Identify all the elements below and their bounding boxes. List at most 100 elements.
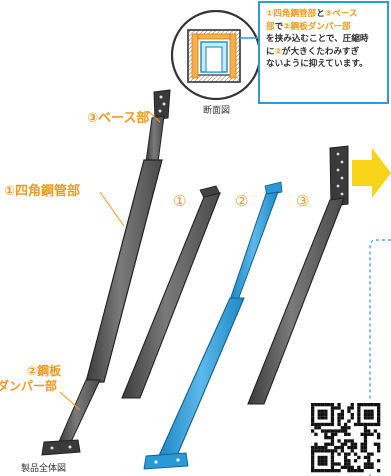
qr-module	[350, 416, 354, 420]
full-product-illustration	[41, 89, 171, 456]
qr-module	[367, 416, 371, 420]
qr-module	[370, 416, 374, 420]
qr-module	[330, 403, 335, 407]
qr-module	[340, 412, 344, 417]
qr-module	[334, 445, 338, 450]
qr-module	[363, 436, 368, 440]
qr-module	[367, 432, 371, 436]
qr-module	[347, 406, 351, 410]
qr-module	[330, 469, 335, 473]
qr-module	[370, 403, 374, 407]
qr-module	[324, 429, 328, 433]
label-damper-line2: ダンパー部	[0, 379, 58, 393]
qr-module	[320, 469, 325, 473]
qr-module	[337, 403, 341, 407]
qr-module	[370, 412, 374, 417]
info-text-segment: と	[316, 9, 325, 19]
qr-module	[324, 445, 328, 450]
qr-module	[324, 422, 328, 427]
qr-module	[327, 442, 331, 446]
qr-module	[350, 469, 354, 473]
qr-module	[317, 455, 321, 460]
qr-module	[363, 422, 368, 427]
qr-module	[350, 465, 354, 469]
qr-module	[370, 462, 374, 466]
label-damper-line1: ②鋼板	[27, 364, 62, 378]
qr-module	[311, 429, 315, 433]
qr-module	[377, 449, 381, 453]
qr-module	[344, 426, 348, 430]
qr-module	[340, 449, 344, 453]
qr-module	[360, 469, 364, 473]
qr-module	[327, 429, 331, 433]
number-1: ①	[173, 192, 187, 210]
qr-module	[353, 442, 358, 446]
qr-module	[330, 452, 335, 456]
qr-module	[324, 459, 328, 463]
number-3: ③	[296, 192, 310, 210]
qr-module	[377, 406, 381, 410]
qr-module	[317, 459, 321, 463]
label-base-part: ③ベース部	[87, 111, 150, 126]
qr-module	[314, 432, 318, 436]
qr-module	[347, 445, 351, 450]
qr-module	[320, 445, 325, 450]
exploded-damper-part	[143, 181, 283, 470]
qr-module	[324, 412, 328, 417]
info-line-3: を挟み込むことで、圧縮時	[266, 33, 383, 46]
qr-module	[344, 462, 348, 466]
qr-module	[311, 452, 315, 456]
qr-module	[363, 445, 368, 450]
qr-module	[314, 449, 318, 453]
info-text-segment: ないように抑えています。	[266, 59, 368, 70]
qr-module	[311, 465, 315, 469]
qr-module	[344, 459, 348, 463]
qr-module	[353, 452, 358, 456]
qr-module	[353, 469, 358, 473]
qr-module	[367, 409, 371, 413]
qr-module	[311, 422, 315, 427]
qr-module	[370, 409, 374, 413]
qr-module	[363, 449, 368, 453]
qr-module	[317, 403, 321, 407]
qr-module	[363, 429, 368, 433]
qr-module	[330, 459, 335, 463]
qr-module	[344, 429, 348, 433]
qr-module	[350, 442, 354, 446]
qr-module	[363, 442, 368, 446]
info-text-segment: で	[274, 21, 284, 32]
qr-module	[334, 449, 338, 453]
qr-module	[320, 429, 325, 433]
qr-module	[337, 422, 341, 427]
qr-module	[317, 422, 321, 427]
qr-module	[367, 422, 371, 427]
qr-module	[334, 469, 338, 473]
info-text-segment: ②	[274, 46, 282, 57]
qr-module	[377, 445, 381, 450]
qr-module	[367, 462, 371, 466]
qr-module	[317, 462, 321, 466]
info-line-2: 部で②鋼板ダンパー部	[266, 21, 383, 34]
dashed-panel-border	[369, 239, 391, 476]
qr-module	[363, 455, 368, 460]
qr-module	[330, 439, 335, 443]
qr-module	[357, 416, 361, 420]
qr-module	[370, 465, 374, 469]
qr-code-icon	[309, 401, 383, 475]
qr-module	[377, 416, 381, 420]
qr-module	[314, 445, 318, 450]
qr-module	[350, 406, 354, 410]
qr-module	[314, 422, 318, 427]
qr-module	[320, 455, 325, 460]
qr-module	[311, 469, 315, 473]
caption-overall: 製品全体図	[21, 464, 67, 474]
qr-module	[330, 422, 335, 427]
qr-module	[373, 403, 377, 407]
qr-module	[320, 422, 325, 427]
qr-module	[363, 412, 368, 417]
qr-module	[330, 406, 335, 410]
qr-module	[347, 469, 351, 473]
caption-cross-section: 断面図	[203, 106, 231, 116]
qr-module	[357, 422, 361, 427]
qr-module	[320, 462, 325, 466]
